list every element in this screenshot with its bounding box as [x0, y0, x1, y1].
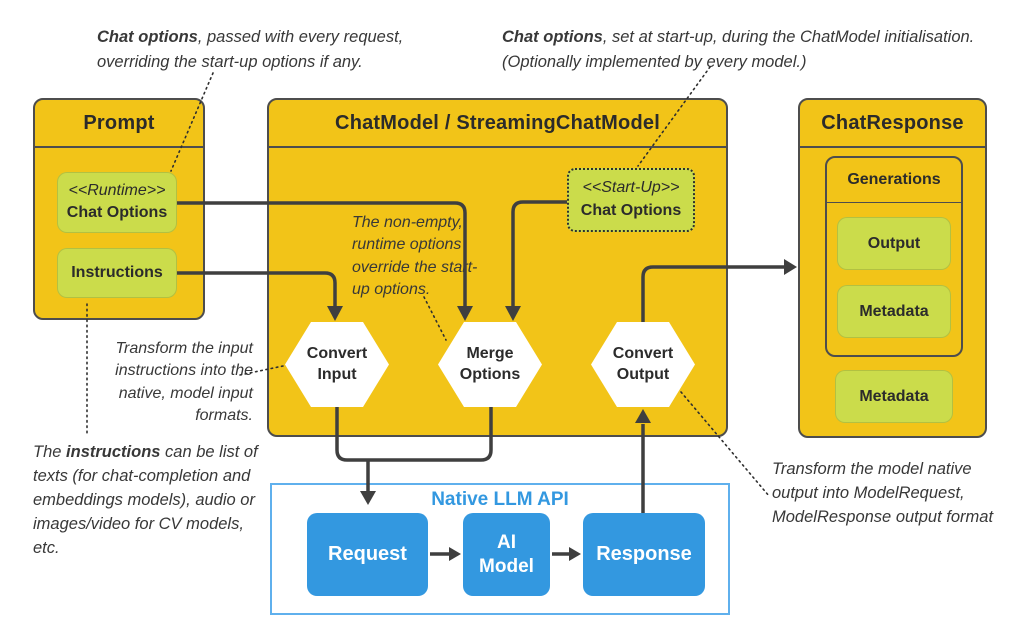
startup-options-note: Chat options, set at start-up, during th… [502, 25, 1002, 75]
startup-options-note-bold: Chat options [502, 28, 603, 46]
generations-box: Generations [825, 156, 963, 357]
startup-chat-options-label: Chat Options [580, 201, 682, 219]
request-label: Request [328, 543, 407, 565]
generations-metadata-label: Metadata [859, 302, 929, 320]
generations-metadata-box: Metadata [837, 285, 951, 338]
chatmodel-title: ChatModel / StreamingChatModel [335, 111, 660, 134]
runtime-chat-options-label: Chat Options [66, 204, 168, 222]
startup-options-note-line2: (Optionally implemented by every model.) [502, 52, 807, 71]
output-box: Output [837, 217, 951, 270]
ai-model-box: AI Model [463, 513, 550, 596]
response-metadata-label: Metadata [859, 387, 929, 405]
response-label: Response [596, 543, 692, 565]
startup-options-note-line1: , set at start-up, during the ChatModel … [602, 28, 975, 46]
generations-label: Generations [847, 171, 941, 188]
instructions-label: Instructions [71, 264, 163, 282]
chatresponse-title: ChatResponse [821, 111, 964, 134]
instructions-note-bold: instructions [66, 443, 161, 461]
chatresponse-title-band: ChatResponse [800, 100, 985, 148]
instructions-box: Instructions [57, 248, 177, 298]
convert-input-hexagon: Convert Input [285, 322, 389, 407]
runtime-options-note-line2: overriding the start-up options if any. [97, 52, 363, 71]
convert-output-note: Transform the model native output into M… [772, 460, 994, 526]
generations-title-band: Generations [827, 158, 961, 203]
instructions-note: The instructions can be list of texts (f… [33, 441, 263, 561]
runtime-options-note-line1: , passed with every request, [197, 28, 404, 46]
merge-options-note: The non-empty, runtime options override … [352, 214, 478, 299]
chatmodel-title-band: ChatModel / StreamingChatModel [269, 100, 726, 148]
prompt-title-band: Prompt [35, 100, 203, 148]
merge-options-label: Merge Options [459, 344, 521, 383]
response-box: Response [583, 513, 705, 596]
runtime-options-note: Chat options, passed with every request,… [97, 25, 442, 75]
response-metadata-box: Metadata [835, 370, 953, 423]
output-label: Output [867, 234, 921, 252]
convert-input-note: Transform the input instructions into th… [115, 340, 253, 425]
startup-stereotype: <<Start-Up>> [582, 179, 680, 196]
instructions-note-pre: The [33, 443, 67, 461]
request-box: Request [307, 513, 428, 596]
prompt-title: Prompt [83, 111, 155, 134]
native-llm-api-title: Native LLM API [431, 489, 569, 510]
ai-model-label: AI Model [479, 531, 534, 577]
convert-output-label: Convert Output [612, 344, 674, 383]
runtime-chat-options-box: <<Runtime>> Chat Options [57, 172, 177, 233]
convert-input-label: Convert Input [306, 344, 368, 383]
startup-chat-options-box: <<Start-Up>> Chat Options [567, 168, 695, 232]
instructions-note-rest: can be list of texts (for chat-completio… [33, 443, 258, 557]
chatresponse-arrowhead [784, 259, 797, 275]
runtime-stereotype: <<Runtime>> [68, 181, 166, 199]
runtime-options-note-bold: Chat options [97, 28, 198, 46]
